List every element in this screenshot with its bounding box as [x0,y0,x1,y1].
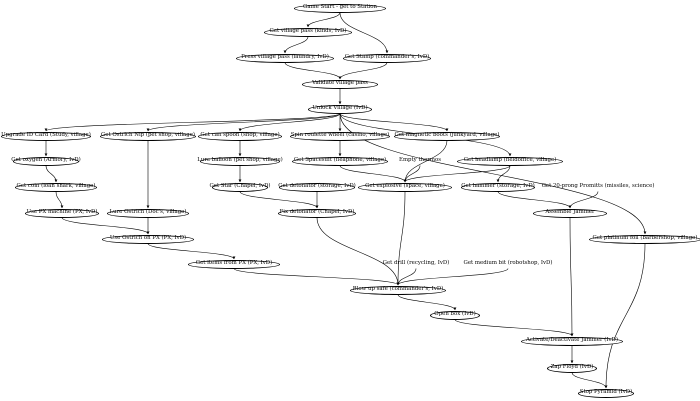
node-assemble-jammer: Assemble Jammer [533,208,607,218]
node-use-px-machine: Use PX machine (PX, IvD) [25,208,99,218]
edge-explosive-to-blow_safe [396,191,406,286]
node-upgrade-id-card: Upgrade ID Card (Study, village) [1,131,91,141]
node-get-stamp: Get Stamp (commander's, IvD) [343,53,431,63]
node-get-coin: Get coin (loan shark, village) [15,182,97,192]
node-use-ostrich-on-px: Use Ostrich on PX (PX, IvD) [102,234,194,244]
node-zap-floyd: Zap Floyd (IvD) [547,363,597,373]
edge-oxygen-to-coin [45,165,58,183]
node-lure-balloon: Lure balloon (pet shop, village) [197,156,283,166]
edge-platinum-to-stop [604,243,646,389]
node-get-detonator: Get detonator (storage, IvD) [278,182,356,192]
node-get-can-spoon: Get can spoon (shop, village) [198,131,282,141]
node-unlock-village: Unlock Village (IvD) [308,104,372,114]
edge-unlock-to-ostrich_nip [146,113,341,132]
edge-coin-to-px_machine [55,191,64,209]
node-get-headlamp: Get headlamp (fieldoffice, village) [457,156,563,166]
node-game-start: Game Start - get to Station [294,3,386,13]
edge-press_pass-to-validate [284,62,342,80]
node-get-ostrich-nip: Get Ostrich Nip (pet shop, village) [100,131,196,141]
node-press-village-pass: Press village pass (laundry, IvD) [236,53,334,63]
edge-start-to-vpass_hub [306,12,341,28]
edge-fix_detonator-to-blow_safe [316,217,400,286]
edge-headlamp-to-hammer [496,165,511,183]
node-get-spacesuit: Get Spacesuit (fleaphone, village) [292,156,388,166]
edge-assemble-to-jammer [569,217,574,337]
node-validate-village-pass: Validate village pass [302,79,378,89]
edge-prong-to-assemble [568,191,599,209]
edge-unlock-to-upgrade_id [44,113,341,132]
edge-boots-to-explosive [403,140,448,183]
node-open-box: Open box (IvD) [430,310,480,320]
node-get-hammer: Get hammer (storage, IvD) [461,182,535,192]
node-empty-thermos: Empty thermos [399,157,441,164]
edge-unlock-to-boots [339,113,449,132]
edge-use_ostrich-to-items_px [147,243,236,260]
edge-open_box-to-jammer [454,319,574,337]
node-get-medium-bit: Get medium bit (robotshop, IvD) [463,260,553,267]
node-get-magnetic-boots: Get magnetic boots (junkyard, village) [394,131,500,141]
edge-items_px-to-blow_safe [233,268,400,286]
node-get-items-from-px: Get items from PX (PX, IvD) [188,259,280,269]
edge-bit-to-blow_safe [396,268,509,286]
edge-spacesuit-to-explosive [339,165,407,183]
node-stop-pyramid: Stop Pyramid (IvD) [578,388,634,398]
node-get-explosive: Get explosive (space, village) [358,182,452,192]
node-get-prong-promitts: Get 20-prong Promitts (missiles, science… [541,183,655,190]
node-lure-ostrich: Lure Ostrich (Doc's, village) [107,208,189,218]
node-spin-roulette-wheel: Spin roulette wheel (casino, village) [290,131,390,141]
edge-star-to-fix_detonator [239,191,319,209]
node-get-oxygen: Get oxygen (Armory, IvD) [11,156,81,166]
edge-blow_safe-to-open_box [397,294,457,311]
edge-vpass_hub-to-press_pass [283,36,309,54]
edge-headlamp-to-explosive [403,165,511,183]
edge-hammer-to-assemble [497,191,572,209]
node-get-village-pass: Get village pass (kinds, IvD) [264,27,352,37]
edge-layer [44,12,647,389]
edge-px_machine-to-use_ostrich [61,217,150,235]
node-get-star: Get Star (Chapel, IvD) [209,182,271,192]
node-activate-jammer: Activate/Deactivate Jammer (IvD) [521,336,623,346]
node-blow-up-safe: Blow up safe (commander's, IvD) [350,285,446,295]
edge-unlock-to-spoon [238,113,341,132]
edge-start-to-stamp [339,12,389,54]
node-get-drill: Get drill (recycling, IvD) [382,260,450,267]
node-fix-detonator: Fix detonator (Chapel, IvD) [278,208,356,218]
node-get-platinum-foil: Get platinum foil (barbershop, village) [589,234,700,244]
